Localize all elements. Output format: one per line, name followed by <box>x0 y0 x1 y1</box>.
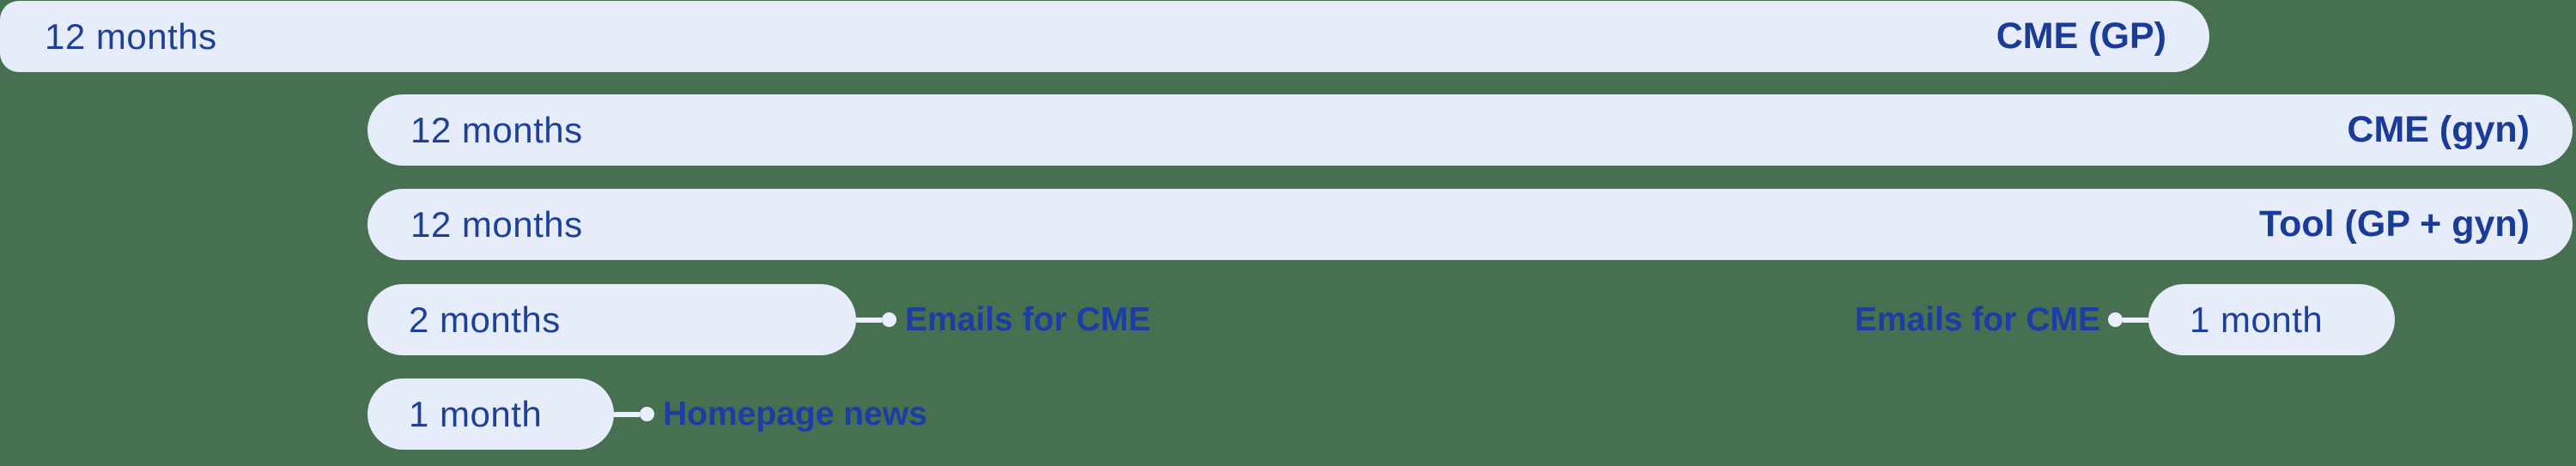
timeline-bar-homepage-news: 1 month <box>368 378 614 450</box>
bar-duration: 12 months <box>410 203 583 245</box>
connector-line <box>614 411 640 417</box>
timeline-bar-emails-cme-1: 2 months <box>368 284 856 355</box>
timeline-row-homepage-news: 1 month Homepage news <box>368 378 927 450</box>
bar-duration: 1 month <box>2190 299 2324 340</box>
bar-duration: 12 months <box>45 15 217 57</box>
bar-title: Homepage news <box>663 395 927 433</box>
bar-title: Emails for CME <box>1854 300 2100 338</box>
connector-dot <box>640 407 654 421</box>
connector-line <box>856 317 882 323</box>
timeline-bar-emails-cme-2: 1 month <box>2148 284 2395 355</box>
bar-title: Emails for CME <box>905 300 1151 338</box>
timeline-row-emails-right: Emails for CME 1 month <box>1855 284 2395 355</box>
bar-duration: 12 months <box>410 109 583 150</box>
timeline-bar-cme-gyn: 12 months CME (gyn) <box>368 94 2573 166</box>
timeline-bar-tool-gp-gyn: 12 months Tool (GP + gyn) <box>368 189 2573 260</box>
connector-dot <box>2108 312 2123 327</box>
timeline-bar-cme-gp: 12 months CME (GP) <box>0 1 2209 72</box>
bar-duration: 2 months <box>409 299 561 340</box>
bar-title: CME (gyn) <box>2347 109 2530 150</box>
bar-title: CME (GP) <box>1996 15 2166 57</box>
connector-line <box>2123 317 2148 323</box>
bar-title: Tool (GP + gyn) <box>2259 203 2530 245</box>
bar-duration: 1 month <box>409 393 543 434</box>
timeline-row-emails-left: 2 months Emails for CME <box>368 284 1151 355</box>
connector-dot <box>882 312 896 327</box>
